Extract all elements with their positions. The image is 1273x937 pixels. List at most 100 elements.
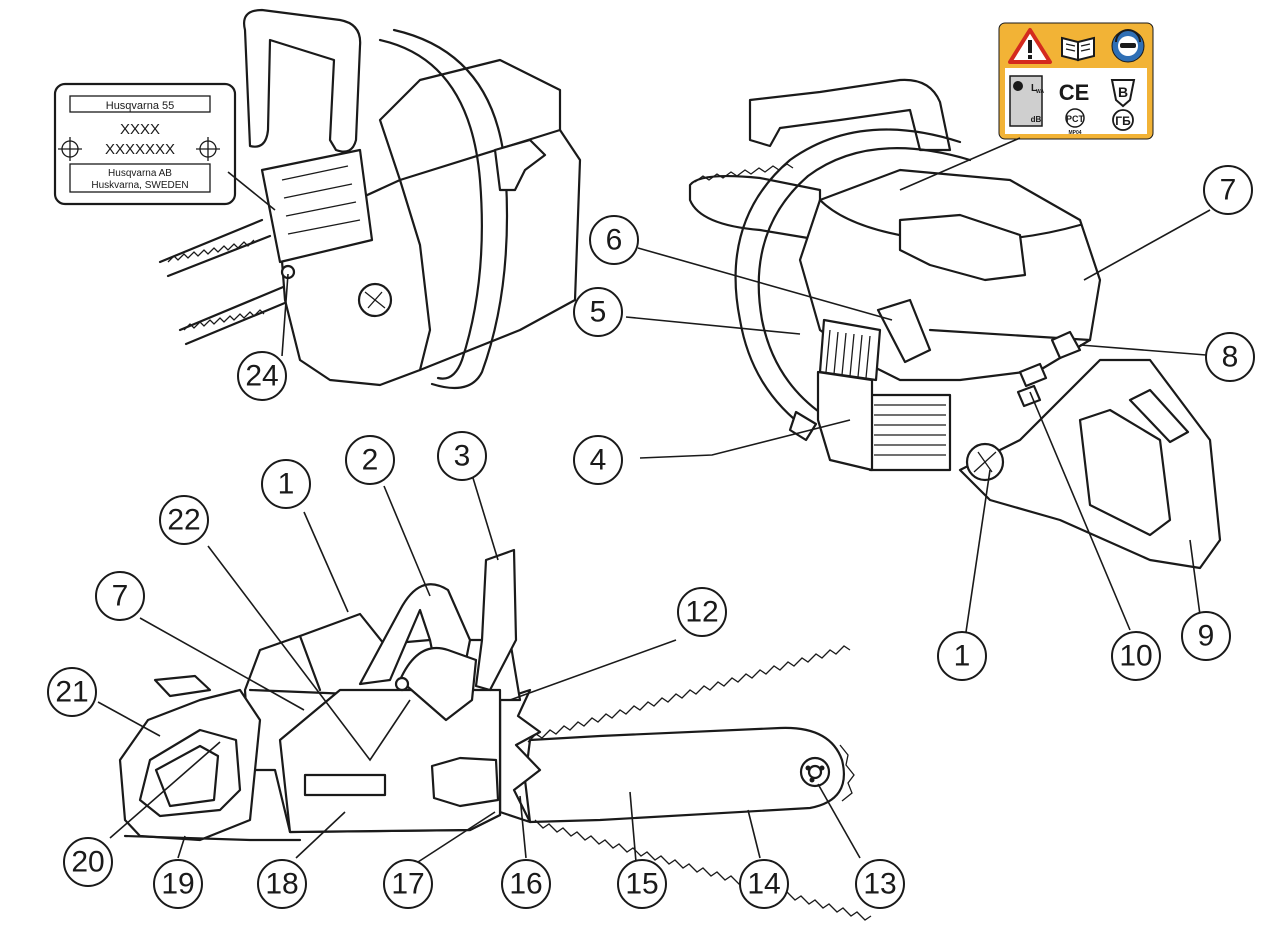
- callout-15-label: 15: [625, 868, 658, 901]
- leader-7r: [1083, 209, 1211, 281]
- callout-17-label: 17: [391, 868, 424, 901]
- ce-mark: CE: [1059, 80, 1090, 105]
- callout-8-label: 8: [1222, 341, 1239, 374]
- leader-9: [1189, 539, 1201, 616]
- leader-18: [295, 811, 346, 859]
- callout-21: 21: [47, 667, 97, 717]
- callout-20-label: 20: [71, 846, 104, 879]
- leader-10: [1029, 391, 1131, 631]
- leader-13: [817, 783, 861, 859]
- plate-screw-right-icon: [196, 137, 220, 161]
- pct-mark-symbol: PCT MP04: [1065, 108, 1085, 136]
- callout-7-right: 7: [1203, 165, 1253, 215]
- leader-12: [509, 639, 677, 701]
- callout-2: 2: [345, 435, 395, 485]
- callout-18-label: 18: [265, 868, 298, 901]
- callout-14-label: 14: [747, 868, 780, 901]
- callout-14: 14: [739, 859, 789, 909]
- open-book-icon: [1061, 36, 1095, 62]
- callout-5: 5: [573, 287, 623, 337]
- callout-3-label: 3: [454, 440, 471, 473]
- callout-15: 15: [617, 859, 667, 909]
- callout-16: 16: [501, 859, 551, 909]
- callout-17: 17: [383, 859, 433, 909]
- callout-10: 10: [1111, 631, 1161, 681]
- leader-4: [639, 419, 851, 459]
- leader-1r: [965, 469, 991, 633]
- callout-19: 19: [153, 859, 203, 909]
- sound-level-symbol: L WA dB: [1009, 75, 1044, 127]
- warning-triangle-icon: [1008, 28, 1052, 64]
- callout-6: 6: [589, 215, 639, 265]
- leader-lines: [97, 209, 1211, 863]
- leader-5: [625, 316, 801, 335]
- plate-model-text: Husqvarna 55: [106, 100, 175, 112]
- pct-mark: PCT: [1066, 114, 1085, 124]
- callout-1-left-label: 1: [278, 468, 295, 501]
- hearing-eye-protection-icon: [1111, 29, 1145, 63]
- db-mark: dB: [1031, 115, 1042, 124]
- leader-2: [383, 485, 431, 597]
- callout-13: 13: [855, 859, 905, 909]
- leader-8: [1079, 344, 1207, 356]
- b-mark-symbol: B: [1110, 79, 1136, 108]
- callout-7-left-label: 7: [112, 580, 129, 613]
- leader-7l: [139, 617, 305, 711]
- nose-sprocket-icon: [799, 756, 831, 788]
- callout-22-label: 22: [167, 504, 200, 537]
- callout-4-label: 4: [590, 444, 607, 477]
- callout-24-label: 24: [245, 360, 278, 393]
- plate-serial-2-text: XXXXXXX: [105, 141, 175, 158]
- leader-3: [472, 477, 499, 561]
- plate-serial-1-text: XXXX: [120, 121, 160, 138]
- callout-1-right: 1: [937, 631, 987, 681]
- gost-mark-symbol: ГБ: [1112, 109, 1134, 131]
- gost-mark: ГБ: [1115, 114, 1131, 128]
- leader-19: [177, 835, 186, 859]
- callout-19-label: 19: [161, 868, 194, 901]
- callout-2-label: 2: [362, 444, 379, 477]
- callout-20: 20: [63, 837, 113, 887]
- callout-21-label: 21: [55, 676, 88, 709]
- callout-4: 4: [573, 435, 623, 485]
- leader-1l: [303, 511, 349, 613]
- callout-9-label: 9: [1198, 620, 1215, 653]
- plate-screw-left-icon: [58, 137, 82, 161]
- callout-8: 8: [1205, 332, 1255, 382]
- safety-decal: L WA dB CE B PCT MP04 ГБ: [899, 22, 1154, 191]
- leader-14: [747, 809, 761, 859]
- callout-3: 3: [437, 431, 487, 481]
- lwa-sub-mark: WA: [1036, 89, 1044, 95]
- callout-22: 22: [159, 495, 209, 545]
- side-view-illustration: [118, 548, 872, 921]
- perspective-view-illustration: [688, 78, 1222, 570]
- leader-16: [519, 795, 527, 859]
- leader-6: [637, 247, 893, 321]
- callout-1-right-label: 1: [954, 640, 971, 673]
- leader-15: [629, 791, 637, 863]
- plate-maker-2-text: Huskvarna, SWEDEN: [91, 180, 188, 191]
- callout-10-label: 10: [1119, 640, 1152, 673]
- callout-1-left: 1: [261, 459, 311, 509]
- callout-12-label: 12: [685, 596, 718, 629]
- rear-view-illustration: [158, 8, 582, 390]
- leader-17: [417, 811, 496, 863]
- callout-9: 9: [1181, 611, 1231, 661]
- b-mark: B: [1118, 84, 1128, 100]
- leader-20: [109, 741, 221, 839]
- leader-24: [281, 273, 289, 357]
- callout-18: 18: [257, 859, 307, 909]
- leader-21: [97, 701, 161, 737]
- callout-7-right-label: 7: [1220, 174, 1237, 207]
- callout-7-left: 7: [95, 571, 145, 621]
- callout-13-label: 13: [863, 868, 896, 901]
- plate-maker-1-text: Husqvarna AB: [108, 168, 172, 179]
- leader-22: [207, 545, 411, 762]
- callout-24: 24: [237, 351, 287, 401]
- pct-sub-mark: MP04: [1068, 130, 1081, 136]
- callout-6-label: 6: [606, 224, 623, 257]
- callout-12: 12: [677, 587, 727, 637]
- callout-16-label: 16: [509, 868, 542, 901]
- callout-5-label: 5: [590, 296, 607, 329]
